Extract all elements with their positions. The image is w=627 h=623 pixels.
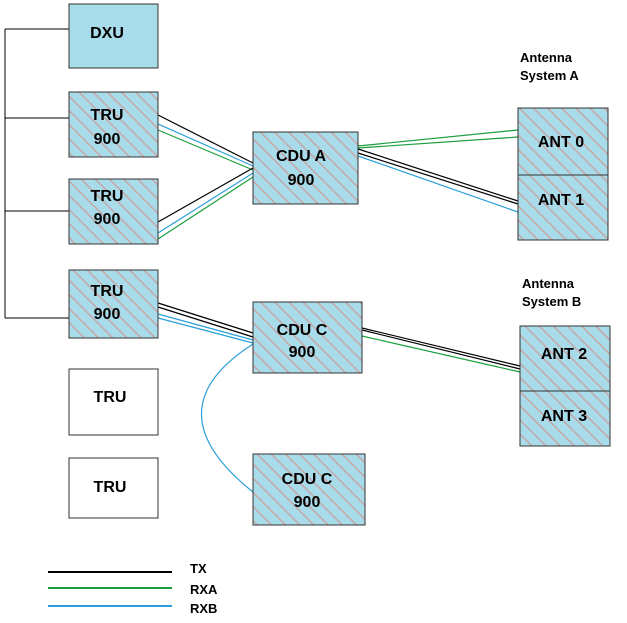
tx-cable — [361, 327, 521, 367]
antenna-system-b-title: Antenna — [522, 276, 575, 291]
ant-label: ANT 2 — [541, 346, 587, 363]
cdu-label: CDU C — [277, 322, 328, 339]
legend-tx-label: TX — [190, 561, 207, 576]
ant1-block: ANT 1 — [517, 174, 609, 241]
ant-label: ANT 3 — [541, 408, 587, 425]
cdu-band-label: 900 — [294, 494, 321, 511]
cdu-a-block: CDU A 900 — [252, 131, 359, 205]
tx-cable — [361, 329, 521, 370]
legend-rxa-label: RXA — [190, 582, 218, 597]
rxb-cable — [157, 313, 254, 341]
ant-label: ANT 0 — [538, 134, 584, 151]
rxa-cable — [357, 129, 519, 147]
ant-label: ANT 1 — [538, 192, 584, 209]
rxa-cable — [157, 129, 254, 171]
tru-block: TRU 900 — [68, 178, 159, 245]
antenna-system-a-subtitle: System A — [520, 68, 579, 83]
tru-block-spare: TRU — [68, 457, 159, 519]
ant0-block: ANT 0 — [517, 107, 609, 176]
antenna-system-b-subtitle: System B — [522, 294, 581, 309]
tru-band-label: 900 — [94, 306, 121, 323]
tru-label: TRU — [91, 188, 124, 205]
cdu-label: CDU A — [276, 148, 327, 165]
cdu-band-label: 900 — [289, 344, 316, 361]
dxu-block: DXU — [68, 3, 159, 69]
antenna-system-a-title: Antenna — [520, 50, 573, 65]
tx-cable — [157, 167, 254, 223]
tru-label: TRU — [94, 389, 127, 406]
rxb-cable — [157, 123, 254, 167]
ant2-block: ANT 2 — [519, 325, 611, 392]
cables — [157, 114, 521, 493]
tru-label: TRU — [91, 107, 124, 124]
rxb-cable — [357, 155, 519, 213]
cdu-label: CDU C — [282, 471, 333, 488]
ant3-block: ANT 3 — [519, 390, 611, 447]
tru-band-label: 900 — [94, 131, 121, 148]
tru-block-spare: TRU — [68, 368, 159, 436]
dxu-bus — [4, 28, 69, 319]
tx-cable — [157, 302, 254, 334]
cdu-c-block: CDU C 900 — [252, 453, 366, 526]
rxb-cable — [201, 343, 254, 493]
tru-label: TRU — [94, 479, 127, 496]
tru-label: TRU — [91, 283, 124, 300]
cdu-band-label: 900 — [288, 172, 315, 189]
legend-rxb-label: RXB — [190, 601, 217, 616]
rxb-cable — [157, 317, 254, 344]
tx-cable — [357, 152, 519, 205]
tru-band-label: 900 — [94, 211, 121, 228]
rxb-cable — [157, 172, 254, 234]
dxu-label: DXU — [90, 25, 124, 42]
tru-block: TRU 900 — [68, 269, 159, 339]
cdu-c-block: CDU C 900 — [252, 301, 363, 374]
legend: TX RXA RXB — [48, 561, 218, 616]
rxa-cable — [157, 176, 254, 240]
tx-cable — [157, 114, 254, 164]
rxa-cable — [361, 335, 521, 373]
tx-cable — [357, 148, 519, 202]
tx-cable — [157, 306, 254, 338]
tru-block: TRU 900 — [68, 91, 159, 158]
rxa-cable — [357, 136, 519, 149]
